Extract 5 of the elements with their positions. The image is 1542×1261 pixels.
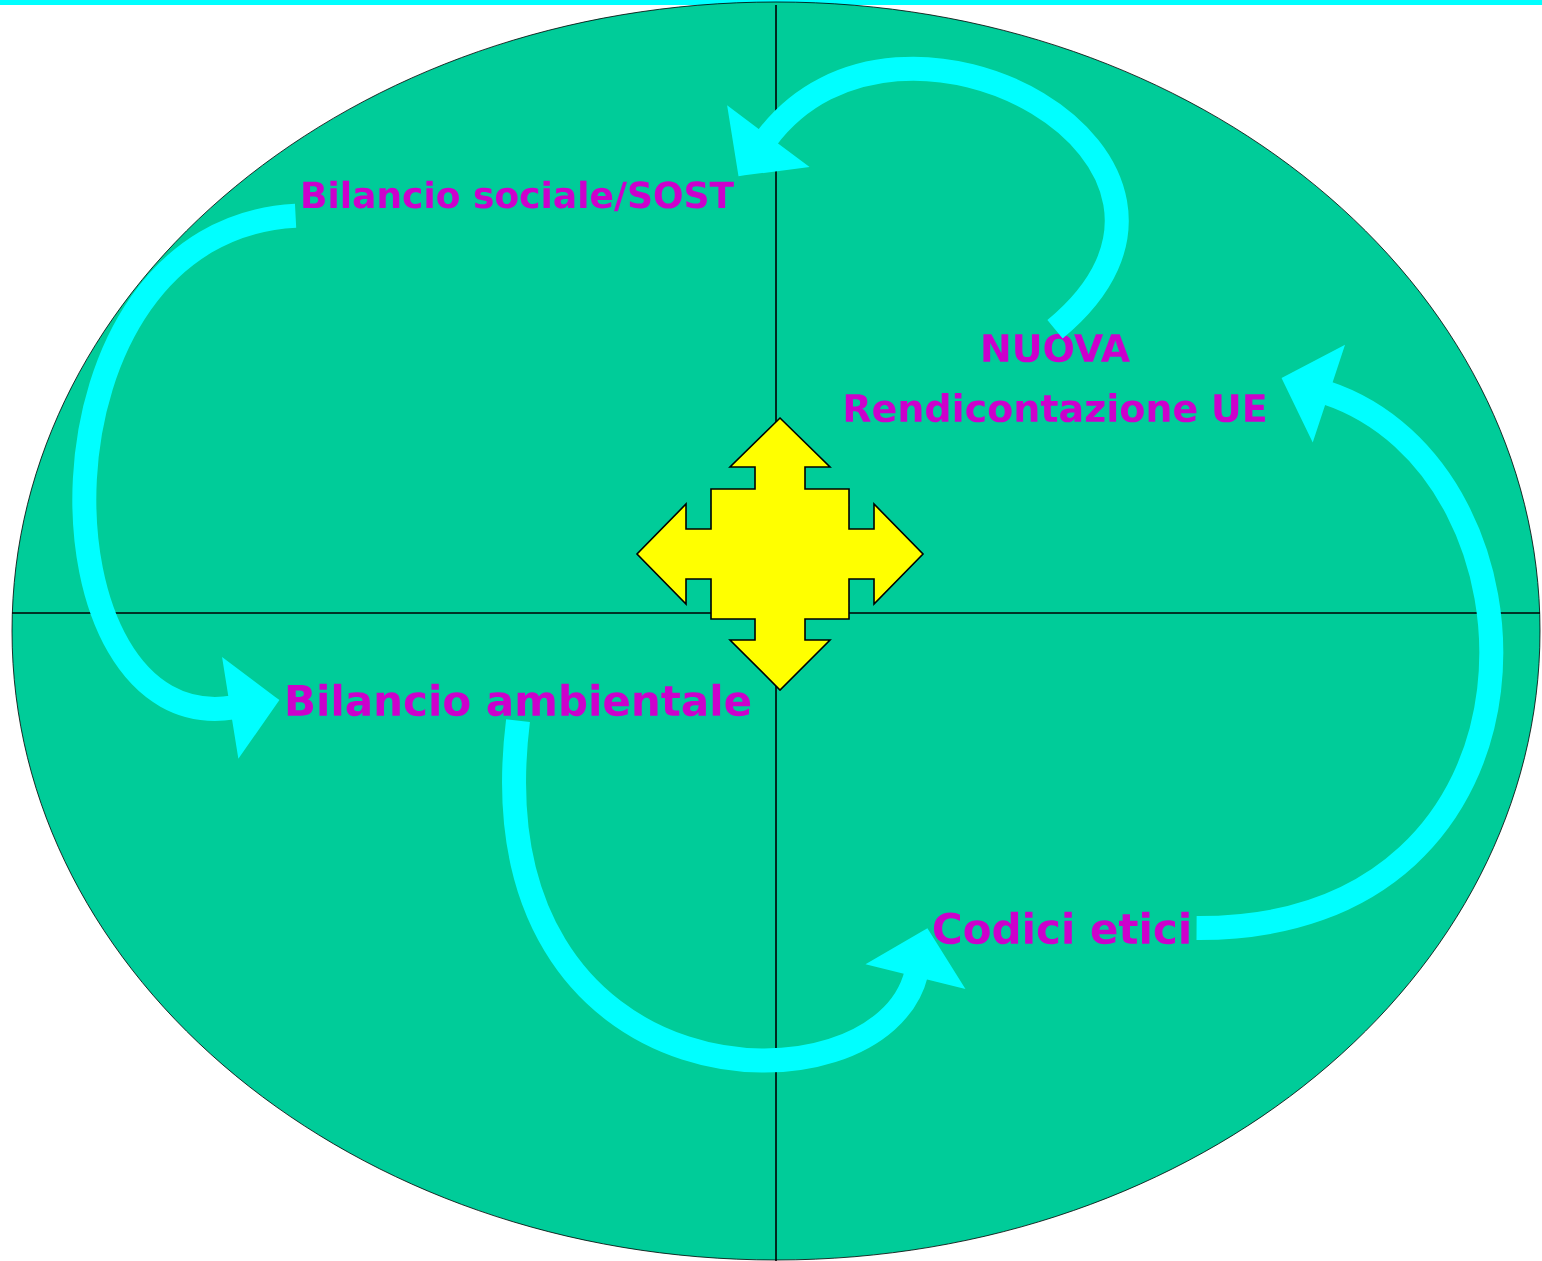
node-label: Bilancio ambientale <box>287 683 751 717</box>
node-label: Bilancio sociale/SOST <box>303 180 734 212</box>
node-label: Codici etici <box>933 911 1189 945</box>
node-label: NUOVA Rendicontazione UE <box>845 333 1265 423</box>
ellipse-background <box>11 1 1541 1261</box>
